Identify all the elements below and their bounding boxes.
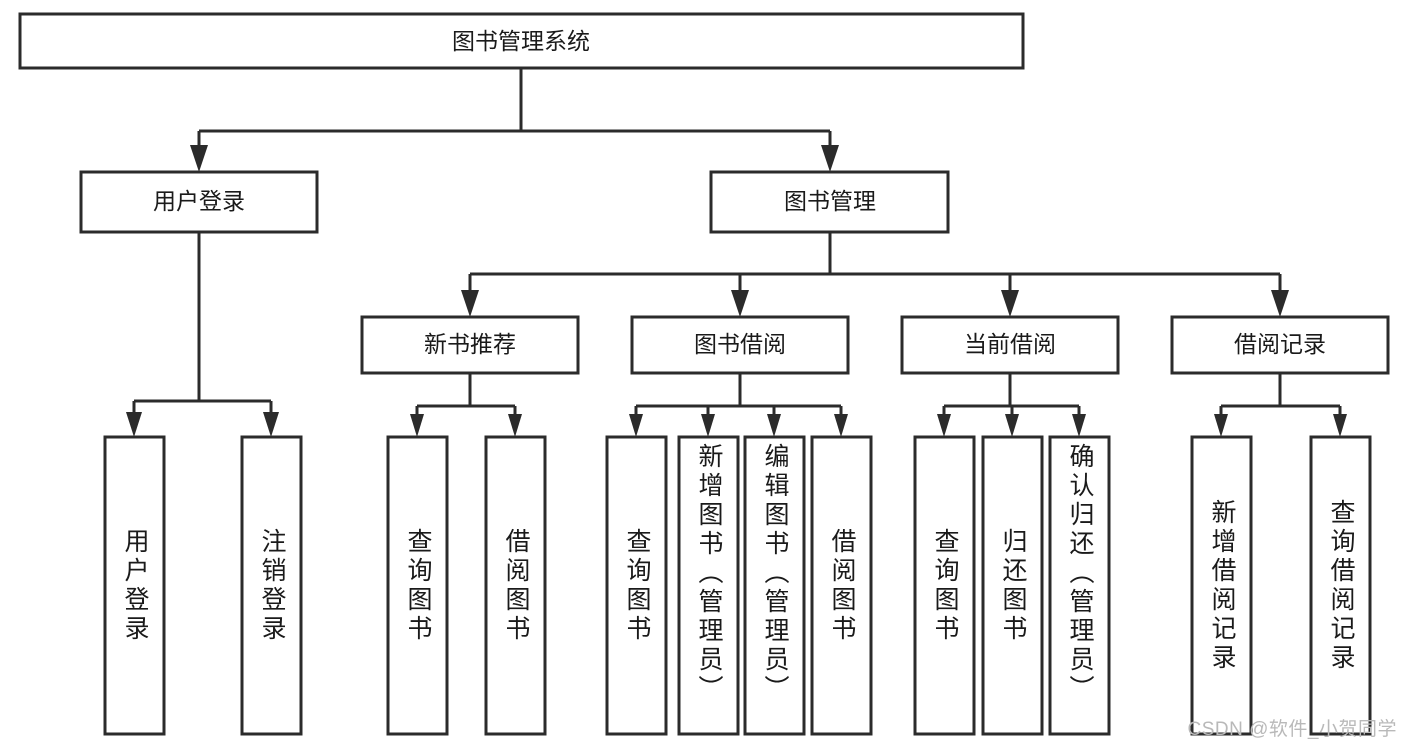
node-root-label: 图书管理系统 (452, 28, 590, 54)
node-book-borrow[interactable]: 图书借阅 (630, 315, 850, 375)
leaf-label: 借阅图书 (502, 527, 530, 644)
connector-currentborrow-to-leaves (937, 373, 1086, 437)
connector-borrowrecord-to-leaves (1214, 373, 1347, 437)
node-current-borrow[interactable]: 当前借阅 (900, 315, 1120, 375)
arrow-head-icon (767, 414, 781, 437)
connector-root-to-level2 (190, 68, 839, 172)
arrow-head-icon (629, 414, 643, 437)
leaf-label: 编辑图书（管理员） (761, 443, 789, 704)
node-root[interactable]: 图书管理系统 (18, 12, 1025, 70)
arrow-head-icon (263, 412, 279, 437)
leaf-label: 用户登录 (121, 527, 149, 644)
arrow-head-icon (731, 290, 749, 317)
leaf-label: 借阅图书 (828, 527, 856, 644)
arrow-head-icon (1271, 290, 1289, 317)
connector-userlogin-to-leaves (126, 232, 279, 437)
arrow-head-icon (190, 145, 208, 172)
leaf-label: 新增图书（管理员） (695, 443, 723, 704)
arrow-head-icon (1001, 290, 1019, 317)
leaf-label: 新增借阅记录 (1208, 498, 1236, 673)
node-leaf-add-record[interactable]: 新增借阅记录 (1190, 435, 1253, 736)
node-new-book-rec-label: 新书推荐 (424, 331, 516, 357)
node-new-book-rec[interactable]: 新书推荐 (360, 315, 580, 375)
node-borrow-record-label: 借阅记录 (1234, 331, 1326, 357)
node-leaf-query-book-1[interactable]: 查询图书 (386, 435, 449, 736)
node-book-manage[interactable]: 图书管理 (709, 170, 950, 234)
arrow-head-icon (701, 414, 715, 437)
leaf-label: 确认归还（管理员） (1066, 443, 1094, 704)
leaf-label: 查询图书 (623, 527, 651, 644)
node-leaf-user-logout[interactable]: 注销登录 (240, 435, 303, 736)
arrow-head-icon (821, 145, 839, 172)
arrow-head-icon (410, 414, 424, 437)
csdn-watermark: CSDN @软件_小贺同学 (1187, 719, 1397, 740)
node-user-login[interactable]: 用户登录 (79, 170, 319, 234)
arrow-head-icon (1214, 414, 1228, 437)
node-book-manage-label: 图书管理 (784, 188, 876, 214)
leaf-label: 注销登录 (258, 527, 286, 644)
connector-bookmanage-to-level3 (461, 232, 1289, 317)
node-leaf-edit-book[interactable]: 编辑图书（管理员） (743, 435, 806, 736)
node-leaf-query-record[interactable]: 查询借阅记录 (1309, 435, 1372, 736)
leaf-label: 查询图书 (404, 527, 432, 644)
node-leaf-return-book[interactable]: 归还图书 (981, 435, 1044, 736)
node-borrow-record[interactable]: 借阅记录 (1170, 315, 1390, 375)
node-leaf-confirm-return[interactable]: 确认归还（管理员） (1048, 435, 1111, 736)
arrow-head-icon (834, 414, 848, 437)
connector-newbook-to-leaves (410, 373, 522, 437)
arrow-head-icon (508, 414, 522, 437)
leaf-label: 查询借阅记录 (1327, 498, 1355, 673)
node-leaf-query-book-3[interactable]: 查询图书 (913, 435, 976, 736)
node-book-borrow-label: 图书借阅 (694, 331, 786, 357)
node-leaf-borrow-book-1[interactable]: 借阅图书 (484, 435, 547, 736)
arrow-head-icon (937, 414, 951, 437)
arrow-head-icon (1333, 414, 1347, 437)
connector-bookborrow-to-leaves (629, 373, 848, 437)
node-current-borrow-label: 当前借阅 (964, 331, 1056, 357)
node-user-login-label: 用户登录 (153, 188, 245, 214)
arrow-head-icon (1072, 414, 1086, 437)
node-leaf-user-login[interactable]: 用户登录 (103, 435, 166, 736)
node-leaf-query-book-2[interactable]: 查询图书 (605, 435, 668, 736)
leaf-label: 查询图书 (931, 527, 959, 644)
leaf-label: 归还图书 (999, 527, 1027, 644)
node-leaf-add-book[interactable]: 新增图书（管理员） (677, 435, 740, 736)
arrow-head-icon (1005, 414, 1019, 437)
node-leaf-borrow-book-2[interactable]: 借阅图书 (810, 435, 873, 736)
arrow-head-icon (126, 412, 142, 437)
arrow-head-icon (461, 290, 479, 317)
